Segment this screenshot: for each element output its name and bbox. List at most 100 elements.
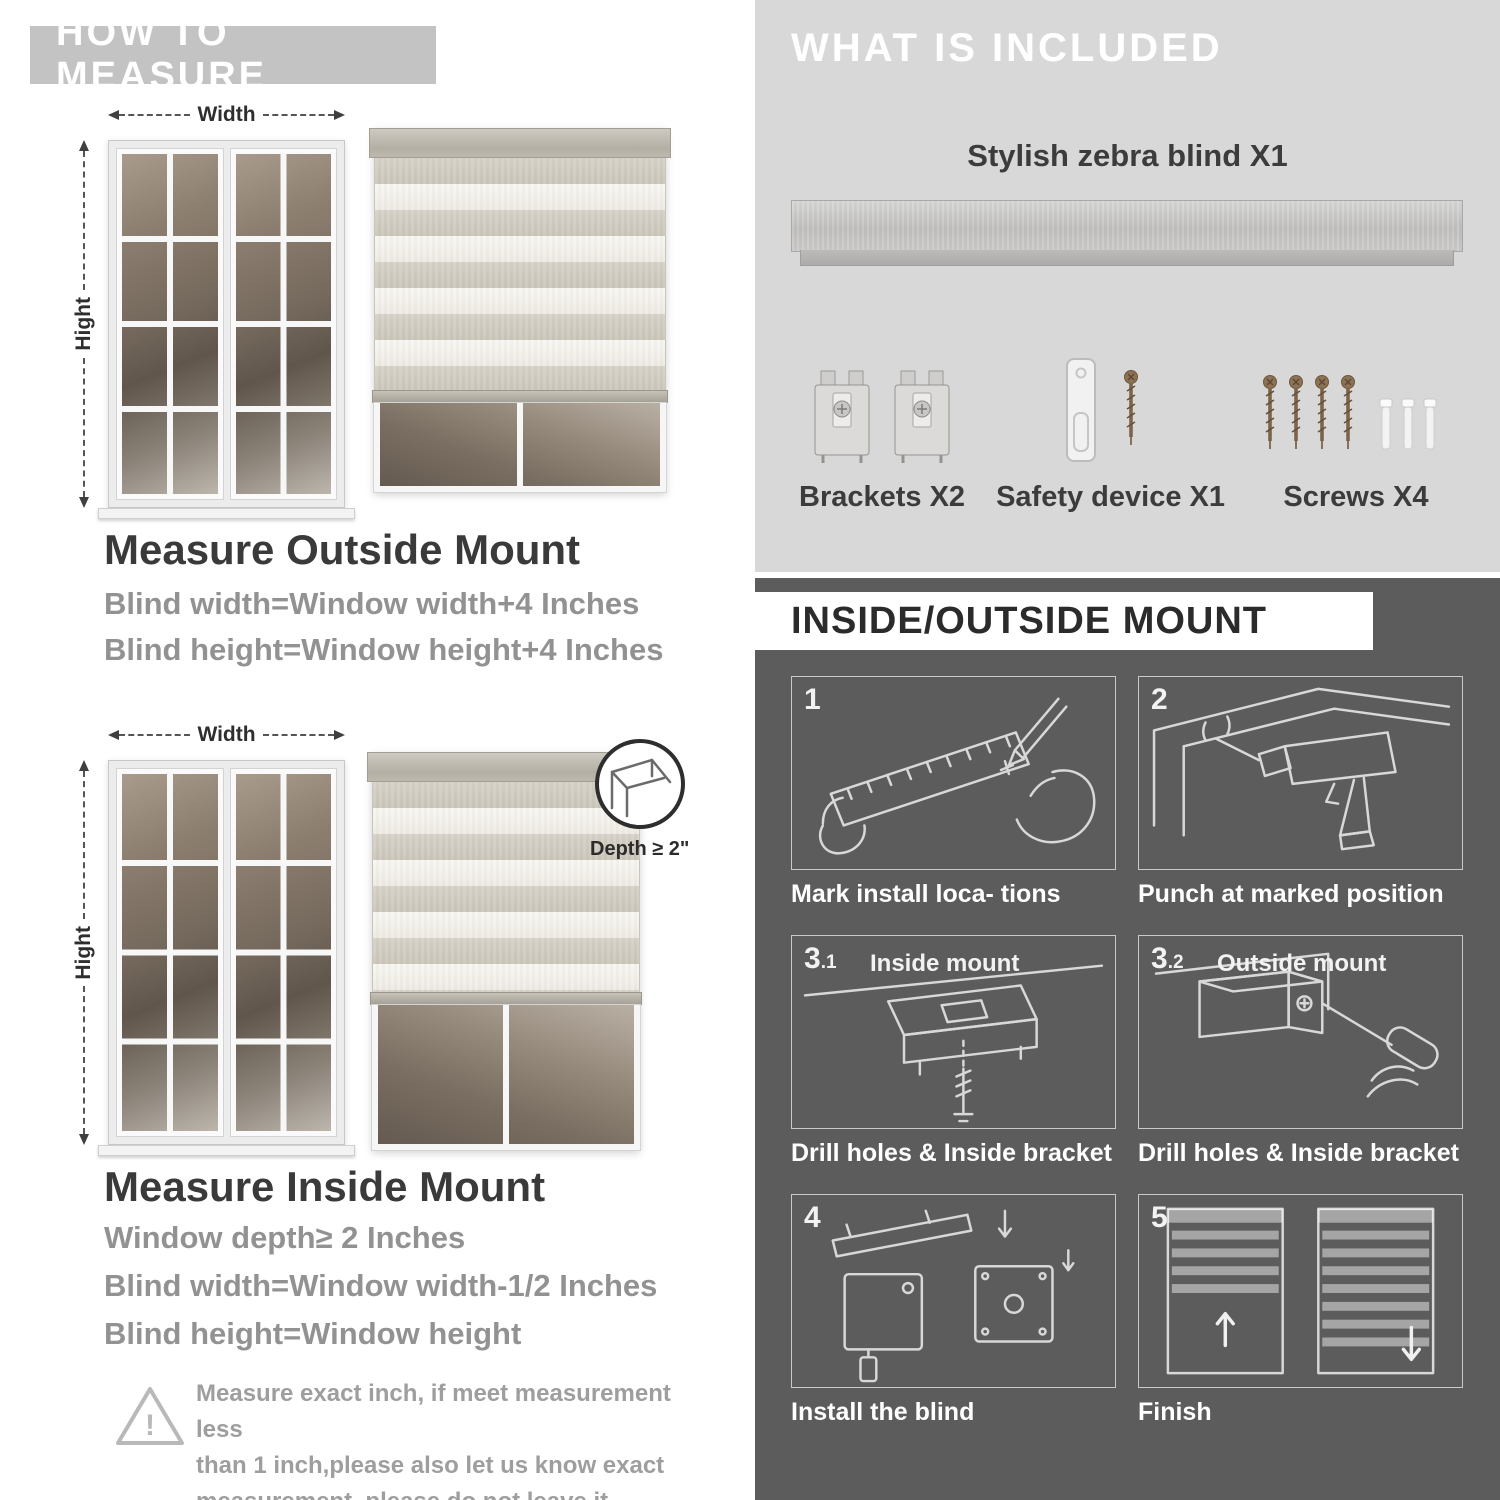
step-caption: Install the blind (791, 1398, 975, 1426)
outside-mount-heading: Measure Outside Mount (104, 526, 581, 573)
width-arrow-inside: Width (108, 723, 345, 746)
arrow-left-icon (108, 110, 119, 120)
width-label: Width (197, 723, 256, 746)
hight-arrow-inside: Hight (72, 760, 96, 1145)
how-to-measure-header: HOW TO MEASURE (30, 12, 436, 97)
step-caption: Drill holes & Inside bracket (1138, 1139, 1459, 1167)
step-4-panel: 4 (791, 1194, 1116, 1388)
included-item-safety-device: Safety device X1 (996, 322, 1225, 514)
step-2: 2 Pu (1138, 676, 1463, 909)
window-below-blind (373, 402, 667, 493)
hight-label: Hight (72, 925, 95, 980)
included-items-row: Brackets X2 (799, 322, 1456, 514)
mount-panel: INSIDE/OUTSIDE MOUNT 1 (755, 578, 1500, 1500)
step-2-panel: 2 (1138, 676, 1463, 870)
dashed-line (119, 114, 191, 116)
steps-grid: 1 (791, 676, 1463, 1427)
dashed-line (262, 734, 334, 736)
inside-mount-line2: Blind width=Window width-1/2 Inches (104, 1268, 658, 1303)
step-number: 3.1 (804, 942, 837, 976)
safety-device-label: Safety device X1 (996, 481, 1225, 513)
hight-label: Hight (72, 297, 95, 351)
outside-mount-line2: Blind height=Window height+4 Inches (104, 632, 664, 667)
arrow-down-icon (79, 1134, 89, 1145)
window-casement (116, 148, 224, 500)
warning-line3: measurement, please do not leave it (196, 1484, 686, 1500)
blind-rail-graphic (791, 200, 1463, 266)
brackets-icons (809, 322, 955, 467)
step-5: 5 (1138, 1194, 1463, 1427)
window-sill (98, 508, 355, 519)
warning-line2: than 1 inch,please also let us know exac… (196, 1452, 665, 1479)
step-4: 4 (791, 1194, 1116, 1427)
blind-stripes (372, 782, 640, 992)
outside-mount-line1: Blind width=Window width+4 Inches (104, 586, 640, 621)
mark-locations-illustration (818, 697, 1096, 855)
safety-device-icon (1065, 358, 1138, 462)
zebra-blind-illustration-outside (369, 128, 671, 493)
brackets-label: Brackets X2 (799, 481, 966, 513)
arrow-right-icon (334, 730, 345, 740)
included-item-brackets: Brackets X2 (799, 322, 965, 514)
warning-icon: ! (112, 1382, 188, 1450)
step-caption: Mark install loca- tions (791, 880, 1061, 908)
step-number-main: 3 (1151, 942, 1168, 975)
step-number: 2 (1151, 683, 1168, 717)
step-number: 4 (804, 1201, 821, 1235)
dashed-line (83, 151, 85, 291)
bracket-icon (814, 370, 870, 463)
inside-mount-line1: Window depth≥ 2 Inches (104, 1220, 466, 1255)
dashed-line (83, 771, 85, 919)
step-5-panel: 5 (1138, 1194, 1463, 1388)
width-arrow-outside: Width (108, 103, 345, 126)
window-illustration-outside (108, 140, 345, 508)
step-1: 1 (791, 676, 1116, 909)
outside-bracket-illustration (1154, 952, 1439, 1098)
depth-label: Depth ≥ 2" (590, 838, 690, 860)
step-caption: Finish (1138, 1398, 1212, 1426)
screws-label: Screws X4 (1283, 481, 1429, 513)
finish-illustration (1166, 1207, 1435, 1375)
step-number-main: 1 (804, 683, 821, 716)
zebra-blind-illustration-inside (367, 752, 645, 1151)
step-3-1-panel: 3.1 Inside mount (791, 935, 1116, 1129)
bracket-icon (894, 370, 950, 463)
dashed-line (119, 734, 191, 736)
arrow-down-icon (79, 497, 89, 508)
screw-icon (1123, 370, 1138, 445)
blind-product-label: Stylish zebra blind X1 (967, 138, 1288, 173)
step-3-1: 3.1 Inside mount (791, 935, 1116, 1168)
arrow-left-icon (108, 730, 119, 740)
blind-headrail (369, 128, 671, 158)
arrow-up-icon (79, 140, 89, 151)
step-number-sub: .2 (1167, 952, 1184, 973)
step-number-main: 5 (1151, 1201, 1168, 1234)
warning-line1: Measure exact inch, if meet measurement … (196, 1380, 671, 1443)
step-number: 5 (1151, 1201, 1168, 1235)
step-number-main: 3 (804, 942, 821, 975)
step-1-panel: 1 (791, 676, 1116, 870)
window-illustration-inside (108, 760, 345, 1145)
blind-bottomrail (372, 390, 668, 403)
step-3-2-panel: 3.2 Outside mount (1138, 935, 1463, 1129)
inside-outside-mount-header: INSIDE/OUTSIDE MOUNT (755, 592, 1373, 650)
window-below-blind (371, 1004, 641, 1151)
step-number-main: 4 (804, 1201, 821, 1234)
window-casement (116, 768, 224, 1137)
hight-arrow-outside: Hight (72, 140, 96, 508)
arrow-up-icon (79, 760, 89, 771)
warning-text: Measure exact inch, if meet measurement … (196, 1376, 686, 1500)
window-casement (229, 768, 337, 1137)
safety-device-icons (1051, 322, 1171, 467)
dashed-line (83, 986, 85, 1134)
step-tag: Inside mount (870, 950, 1020, 977)
window-casement (229, 148, 337, 500)
step-number-sub: .1 (820, 952, 837, 973)
step-number-main: 2 (1151, 683, 1168, 716)
dashed-line (262, 114, 334, 116)
step-3-2: 3.2 Outside mount (1138, 935, 1463, 1168)
dashed-line (83, 357, 85, 497)
inside-mount-heading: Measure Inside Mount (104, 1163, 546, 1210)
warning-triangle-icon: ! (116, 1387, 184, 1445)
width-label: Width (197, 103, 256, 126)
